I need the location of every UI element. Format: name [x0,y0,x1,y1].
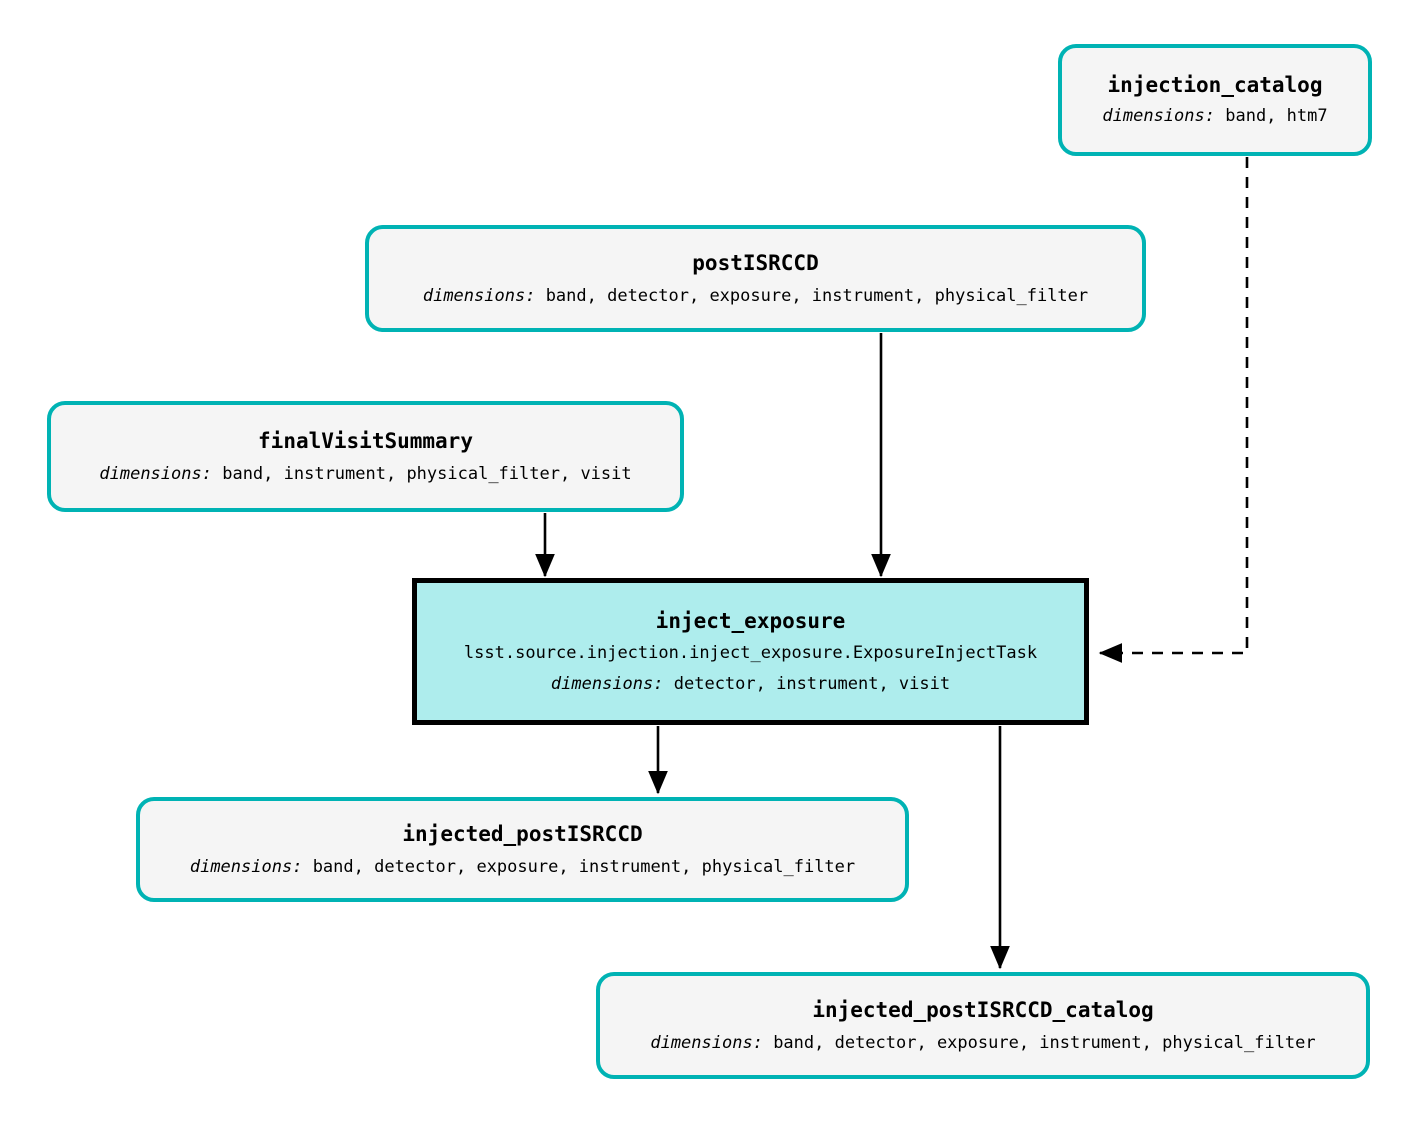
node-dimensions: dimensions: band, detector, exposure, in… [422,285,1089,307]
node-title: postISRCCD [692,250,819,275]
node-injected-postisrccd-catalog[interactable]: injected_postISRCCD_catalog dimensions: … [596,972,1370,1079]
dimensions-label: dimensions: [650,1032,763,1053]
dimensions-value: band, htm7 [1225,106,1328,127]
node-dimensions: dimensions: detector, instrument, visit [550,673,951,695]
dimensions-label: dimensions: [189,856,303,877]
node-dimensions: dimensions: band, instrument, physical_f… [99,463,632,485]
dimensions-value: band, detector, exposure, instrument, ph… [312,856,856,877]
node-postisrccd[interactable]: postISRCCD dimensions: band, detector, e… [365,225,1146,332]
node-dimensions: dimensions: band, detector, exposure, in… [650,1032,1316,1054]
node-class-path: lsst.source.injection.inject_exposure.Ex… [463,643,1038,664]
dimensions-value: detector, instrument, visit [673,673,951,694]
node-injected-postisrccd[interactable]: injected_postISRCCD dimensions: band, de… [136,797,909,902]
dimensions-label: dimensions: [422,285,536,306]
node-title: finalVisitSummary [258,428,473,453]
dimensions-value: band, detector, exposure, instrument, ph… [773,1032,1316,1053]
node-inject-exposure[interactable]: inject_exposure lsst.source.injection.in… [412,578,1089,725]
dimensions-value: band, detector, exposure, instrument, ph… [545,285,1089,306]
dimensions-label: dimensions: [1102,106,1215,127]
dimensions-value: band, instrument, physical_filter, visit [222,463,632,484]
node-injection-catalog[interactable]: injection_catalog dimensions: band, htm7 [1058,44,1372,156]
dimensions-label: dimensions: [99,463,212,484]
node-title: inject_exposure [655,608,846,633]
node-dimensions: dimensions: band, detector, exposure, in… [189,856,856,878]
dimensions-label: dimensions: [550,673,664,694]
node-finalvisitsummary[interactable]: finalVisitSummary dimensions: band, inst… [47,401,684,512]
node-dimensions: dimensions: band, htm7 [1102,107,1327,127]
node-title: injected_postISRCCD [402,821,643,846]
node-title: injected_postISRCCD_catalog [812,997,1154,1022]
node-title: injection_catalog [1107,73,1323,98]
